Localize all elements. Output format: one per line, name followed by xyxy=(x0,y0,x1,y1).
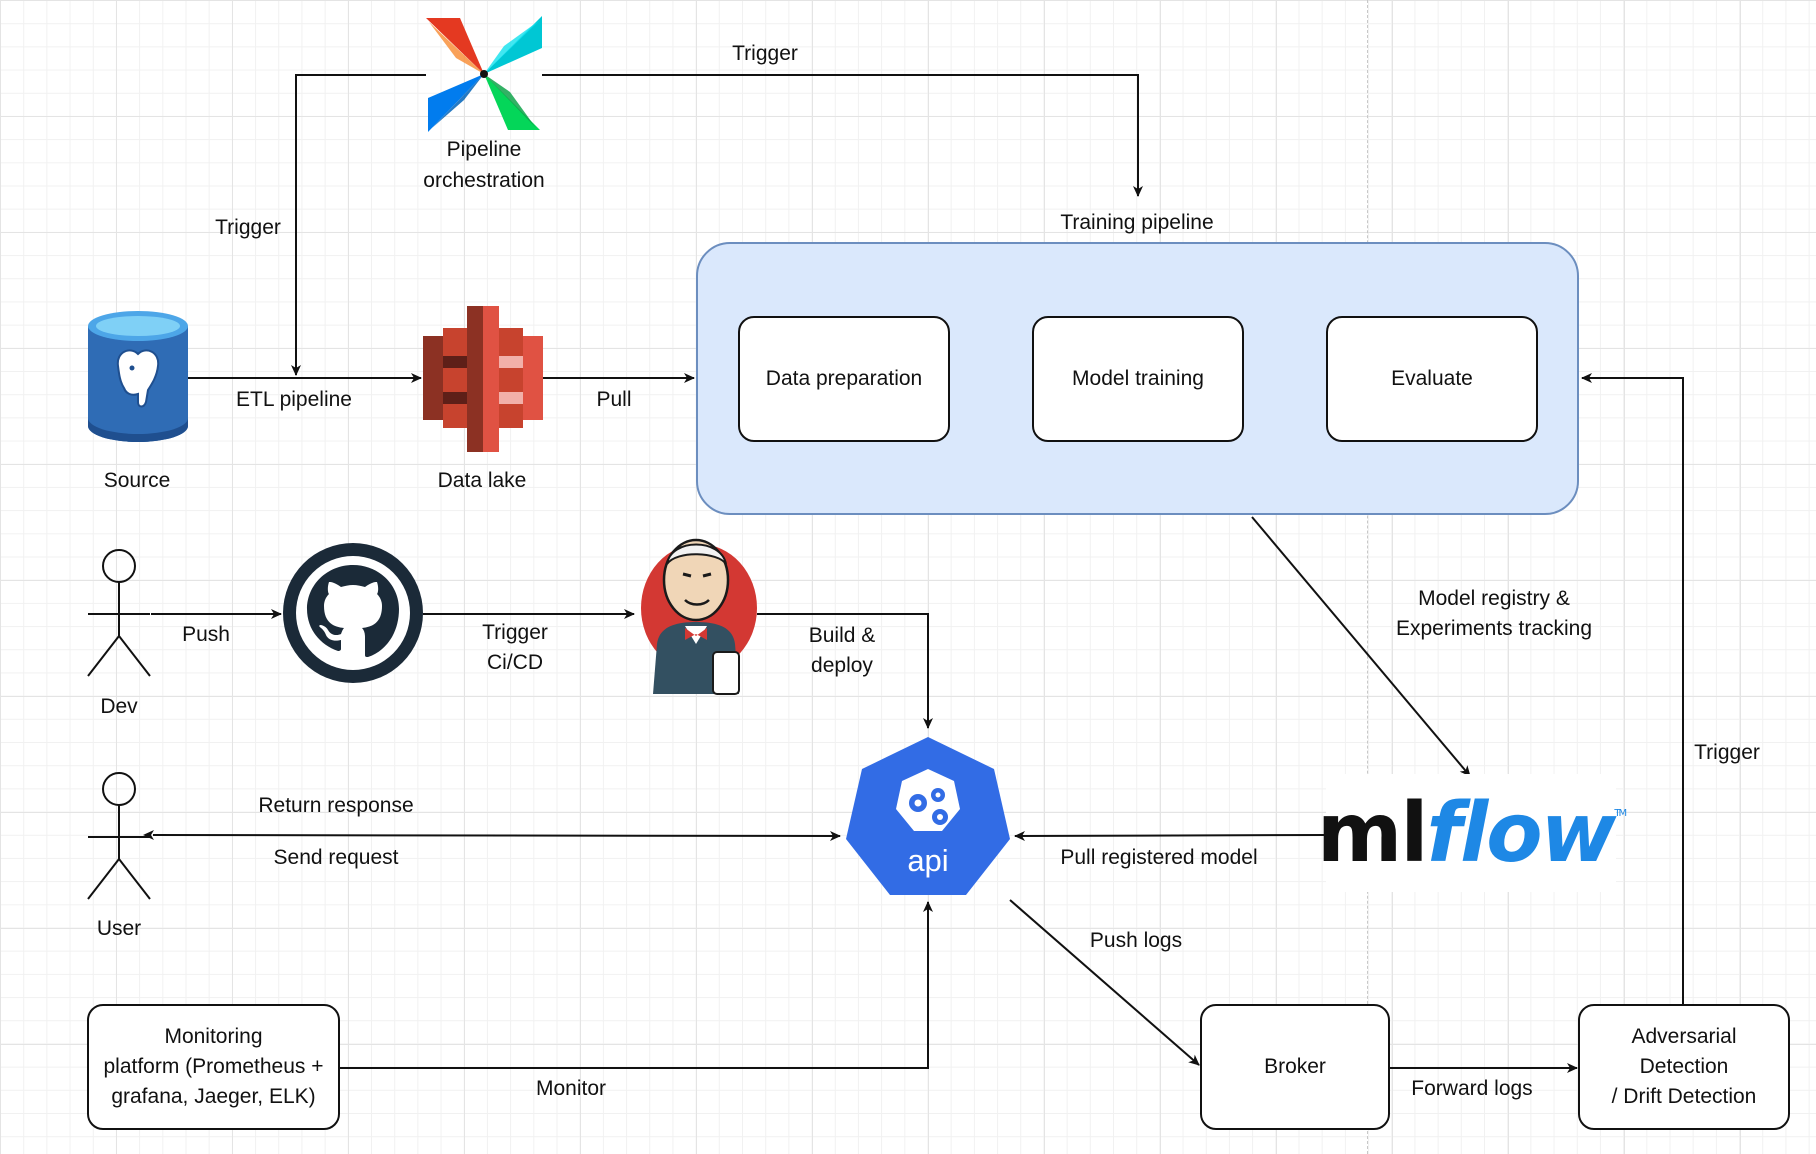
edge-label-trigger-training: Trigger xyxy=(732,42,798,65)
edge-label-push-logs: Push logs xyxy=(1089,929,1183,952)
github-octocat-icon xyxy=(283,543,423,683)
edge-label-registry: Model registry & Experiments tracking xyxy=(1395,587,1593,640)
data-preparation-label: Data preparation xyxy=(765,367,923,390)
orchestration-label: Pipeline orchestration xyxy=(423,138,545,192)
edge-label-send-request: Send request xyxy=(273,846,399,869)
edge-push-logs xyxy=(1009,899,1200,1066)
airflow-pinwheel-icon xyxy=(426,16,542,132)
stick-figure-icon xyxy=(87,772,151,900)
mlflow-trademark: TM xyxy=(1614,808,1627,819)
evaluate-box[interactable]: Evaluate xyxy=(1326,316,1538,442)
training-pipeline-label: Training pipeline xyxy=(1060,211,1214,234)
edge-label-etl-pipeline: ETL pipeline xyxy=(236,388,352,411)
edge-request-response xyxy=(143,830,841,841)
edge-label-trigger-etl: Trigger xyxy=(215,216,281,239)
dev-label: Dev xyxy=(100,695,138,718)
edge-monitor xyxy=(340,901,933,1069)
broker-box[interactable]: Broker xyxy=(1200,1004,1390,1130)
aws-s3-bucket-icon xyxy=(423,306,543,452)
monitoring-platform-label: Monitoring platform (Prometheus + grafan… xyxy=(103,1025,324,1108)
edge-label-trigger-retrain: Trigger xyxy=(1694,741,1760,764)
model-training-label: Model training xyxy=(1072,367,1204,390)
edge-label-return-response: Return response xyxy=(258,794,414,817)
model-training-box[interactable]: Model training xyxy=(1032,316,1244,442)
edge-label-forward-logs: Forward logs xyxy=(1411,1077,1533,1100)
edge-label-trigger-cicd: Trigger Ci/CD xyxy=(482,621,548,674)
edge-build-deploy xyxy=(757,613,933,729)
evaluate-label: Evaluate xyxy=(1391,367,1473,390)
mlflow-logo-text: ml xyxy=(1316,785,1429,881)
edge-label-build-deploy: Build & deploy xyxy=(808,624,876,677)
edge-trigger-retrain xyxy=(1581,373,1684,1004)
kubernetes-api-icon: api xyxy=(846,737,1010,895)
data-lake-label: Data lake xyxy=(437,469,527,492)
edge-label-push: Push xyxy=(182,623,230,646)
edge-label-monitor: Monitor xyxy=(535,1077,607,1100)
edge-pull-registered xyxy=(1014,830,1327,841)
broker-label: Broker xyxy=(1264,1055,1326,1078)
monitoring-platform-box[interactable]: Monitoring platform (Prometheus + grafan… xyxy=(87,1004,340,1130)
api-label: api xyxy=(907,843,948,878)
data-preparation-box[interactable]: Data preparation xyxy=(738,316,950,442)
edge-registry xyxy=(1251,516,1471,777)
jenkins-butler-icon xyxy=(641,538,757,695)
source-label: Source xyxy=(103,469,171,492)
edge-label-pull: Pull xyxy=(596,388,632,411)
edge-label-pull-registered: Pull registered model xyxy=(1060,846,1258,869)
detection-label: Adversarial Detection / Drift Detection xyxy=(1611,1025,1757,1108)
user-label: User xyxy=(96,917,142,940)
edge-trigger-etl xyxy=(291,74,426,376)
detection-box[interactable]: Adversarial Detection / Drift Detection xyxy=(1578,1004,1790,1130)
edge-trigger-training xyxy=(542,74,1143,197)
stick-figure-icon xyxy=(87,549,151,677)
mlflow-logo-text-flow: flow xyxy=(1426,785,1616,881)
postgresql-database-icon xyxy=(88,311,188,442)
dashed-divider xyxy=(1367,0,1368,1154)
